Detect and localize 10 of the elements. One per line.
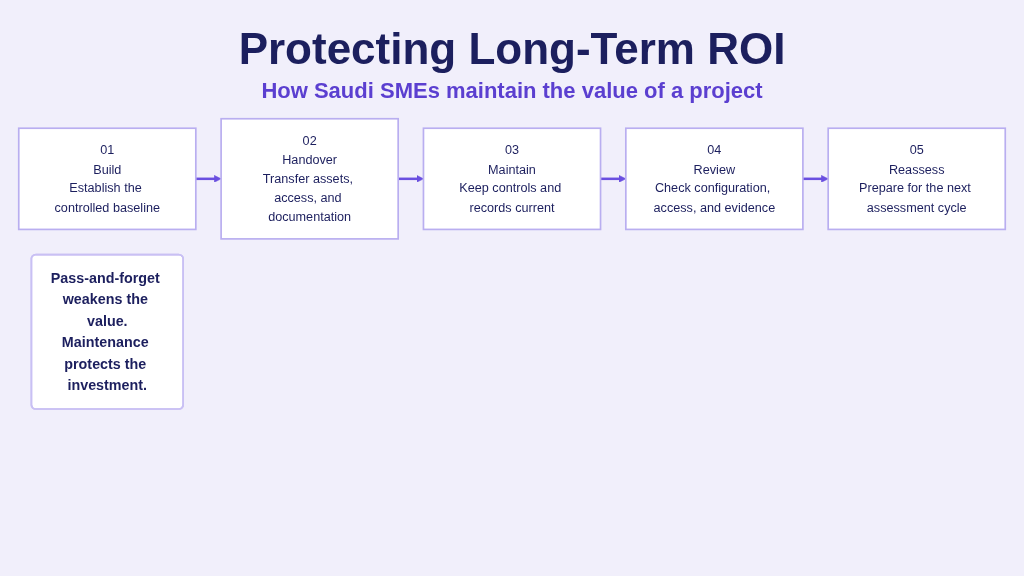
- node-box: 03 Maintain Keep controls and records current: [422, 127, 602, 231]
- node-box: 02 Handover Transfer assets, access, and documentation: [220, 117, 399, 240]
- arrow: [398, 175, 424, 183]
- node-box: 05 Reassess Prepare for the next assessment cycle: [827, 127, 1007, 231]
- arrow: [802, 175, 829, 183]
- node-box: 01 Build Establish the controlled baseline: [17, 127, 197, 231]
- node-box: 04 Review Check configuration, access, and evidence: [625, 127, 804, 231]
- title: Protecting Long-Term ROI: [238, 24, 786, 74]
- subtitle: How Saudi SMEs maintain the value of a project: [261, 78, 763, 104]
- arrow: [195, 175, 222, 183]
